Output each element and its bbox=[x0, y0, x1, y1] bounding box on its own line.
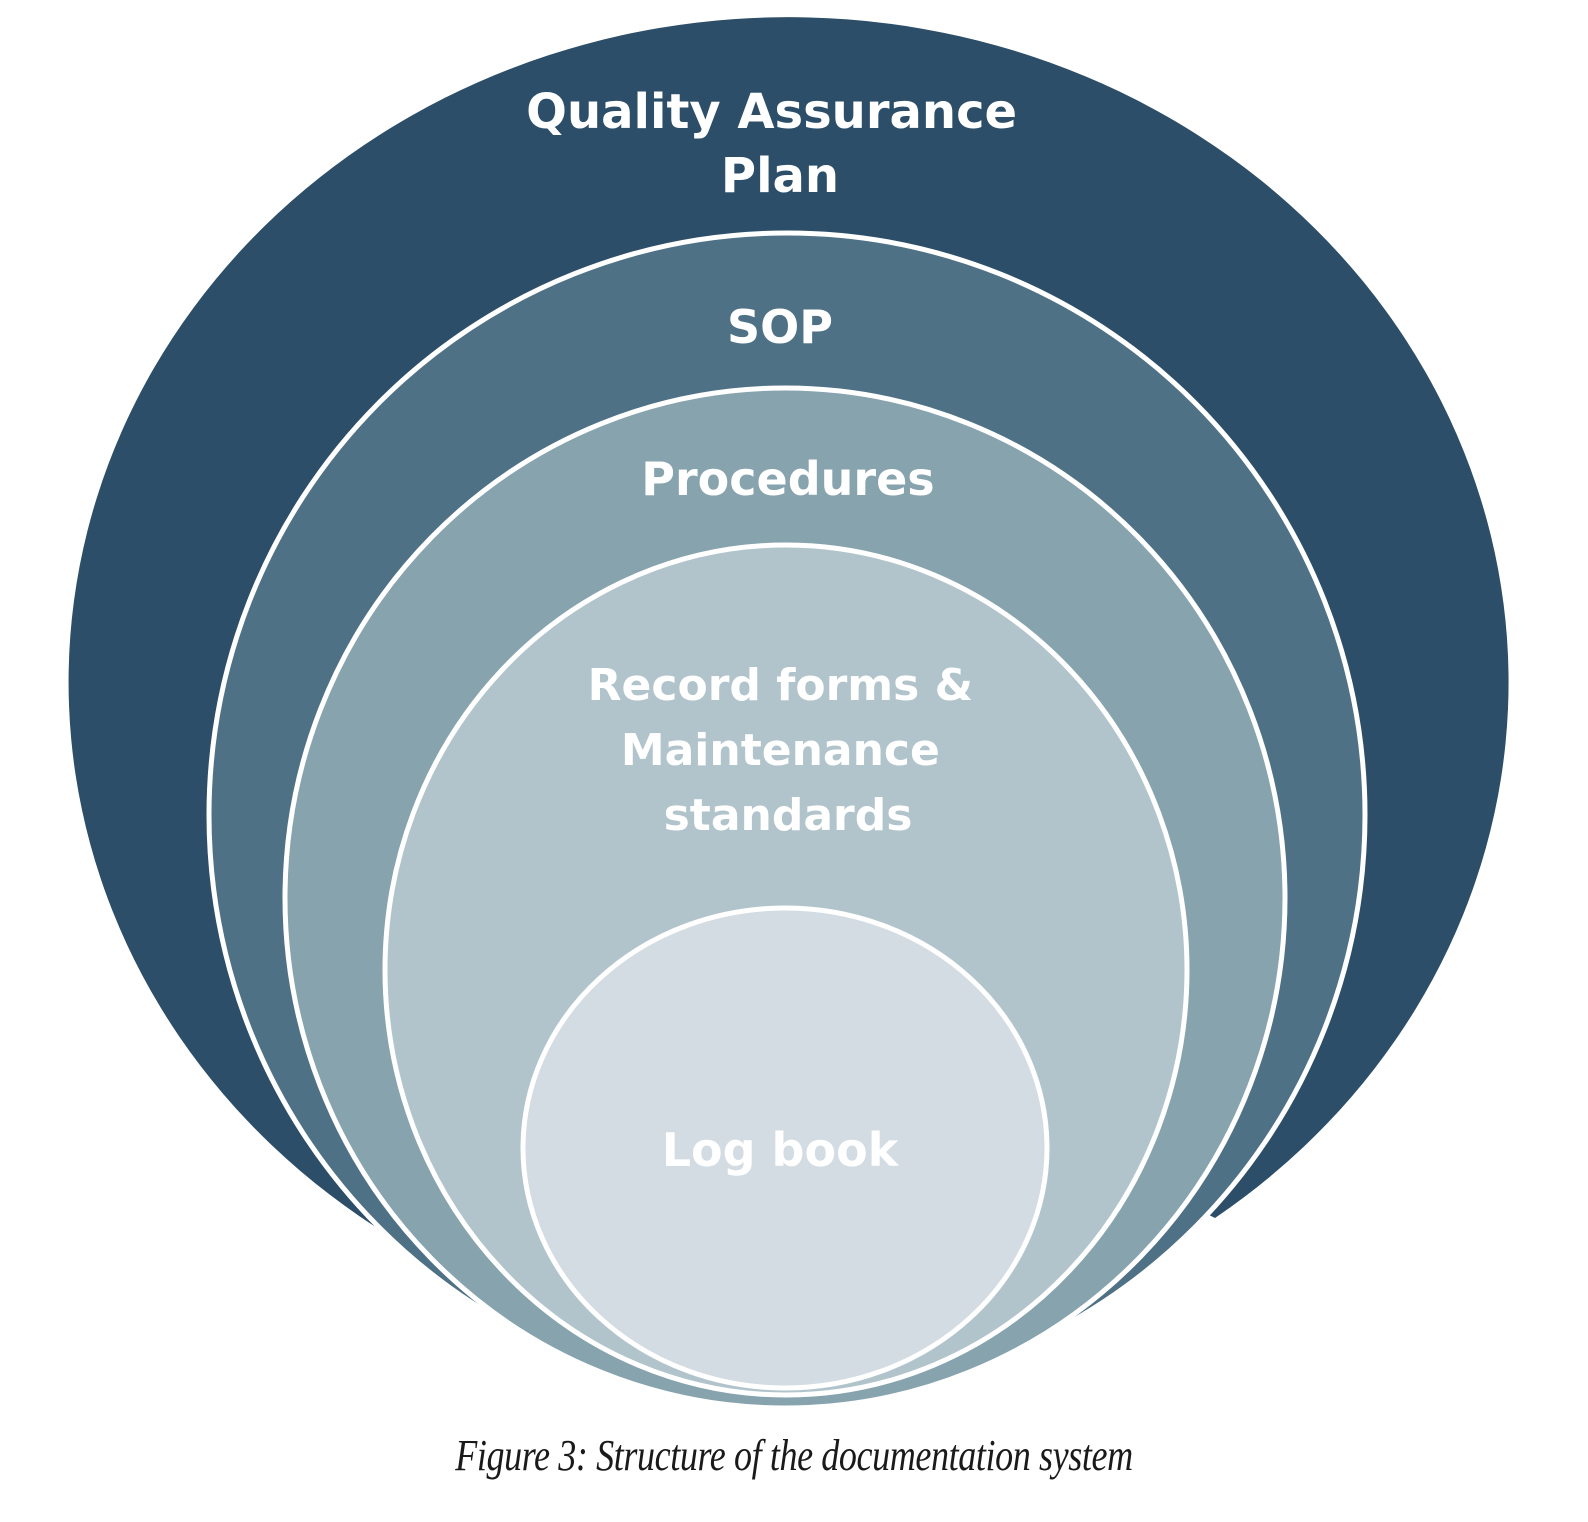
label-line: standards bbox=[664, 790, 913, 841]
label-line: Maintenance bbox=[621, 725, 940, 776]
label-line: Procedures bbox=[641, 452, 934, 506]
figure-caption: Figure 3: Structure of the documentation… bbox=[455, 1431, 1133, 1480]
label-line: Plan bbox=[721, 148, 839, 204]
label-log-book: Log book bbox=[662, 1123, 900, 1177]
label-quality-assurance-plan: Quality Assurance Plan bbox=[526, 84, 1034, 204]
ring-log-book bbox=[520, 905, 1050, 1391]
label-sop: SOP bbox=[727, 300, 833, 354]
label-record-forms: Record forms & Maintenance standards bbox=[588, 660, 989, 841]
label-line: Record forms & bbox=[588, 660, 973, 711]
label-procedures: Procedures bbox=[641, 452, 934, 506]
label-line: SOP bbox=[727, 300, 833, 354]
label-line: Log book bbox=[662, 1123, 900, 1177]
label-line: Quality Assurance bbox=[526, 84, 1017, 140]
